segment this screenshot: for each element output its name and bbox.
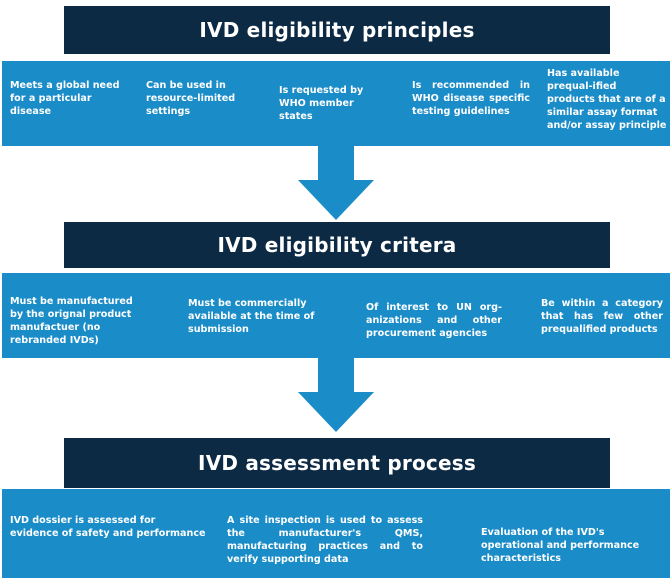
criteria-title: IVD eligibility critera: [217, 233, 457, 257]
assessment-item-2: A site inspection is used to assess the …: [227, 515, 423, 565]
assessment-header: IVD assessment process: [64, 438, 610, 488]
principles-title: IVD eligibility principles: [199, 18, 475, 42]
principle-item-5: Has available prequal-ified products tha…: [547, 68, 667, 131]
down-arrow-2: [298, 358, 374, 432]
down-arrow-1: [298, 146, 374, 220]
criteria-item-4: Be within a category that has few other …: [541, 298, 663, 335]
assessment-band: [2, 489, 670, 578]
principle-item-4: Is recommended in WHO disease specific t…: [412, 80, 530, 117]
criteria-item-1: Must be manufactured by the orignal prod…: [10, 296, 133, 346]
criteria-band: [2, 273, 670, 358]
principle-item-2: Can be used in resource-limited settings: [146, 80, 236, 117]
principle-item-1: Meets a global need for a particular dis…: [10, 80, 120, 117]
assessment-title: IVD assessment process: [198, 451, 476, 475]
criteria-item-2: Must be commercially available at the ti…: [188, 298, 315, 335]
principle-item-3: Is requested by WHO member states: [279, 85, 364, 122]
criteria-header: IVD eligibility critera: [64, 222, 610, 268]
criteria-item-3: Of interest to UN org-anizations and oth…: [366, 302, 502, 339]
assessment-item-1: IVD dossier is assessed for evidence of …: [10, 515, 206, 539]
principles-band: [2, 61, 670, 146]
principles-header: IVD eligibility principles: [64, 6, 610, 54]
assessment-item-3: Evaluation of the IVD's operational and …: [481, 527, 640, 564]
